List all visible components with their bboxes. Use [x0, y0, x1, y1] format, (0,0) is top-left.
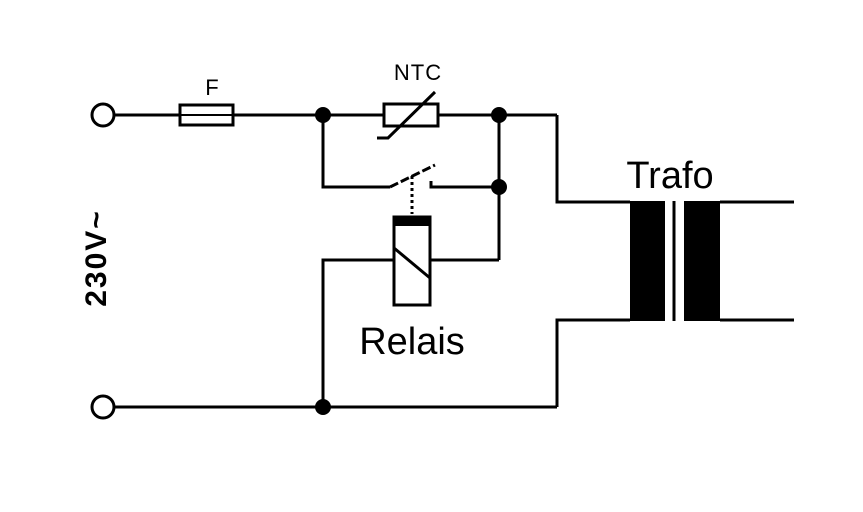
relay-label: Relais — [359, 321, 465, 363]
ntc-thermistor — [377, 90, 440, 140]
terminal-bottom — [90, 394, 116, 420]
transformer — [630, 200, 794, 322]
fuse-label: F — [205, 75, 218, 100]
terminal-top — [90, 102, 116, 128]
wire-top — [114, 113, 630, 204]
voltage-label: 230V~ — [80, 209, 113, 307]
transformer-label: Trafo — [626, 155, 713, 197]
fuse — [178, 103, 235, 127]
ntc-label: NTC — [394, 60, 442, 85]
relay-coil — [321, 215, 499, 407]
relay-switch — [321, 115, 501, 260]
wire-bottom — [114, 318, 630, 409]
